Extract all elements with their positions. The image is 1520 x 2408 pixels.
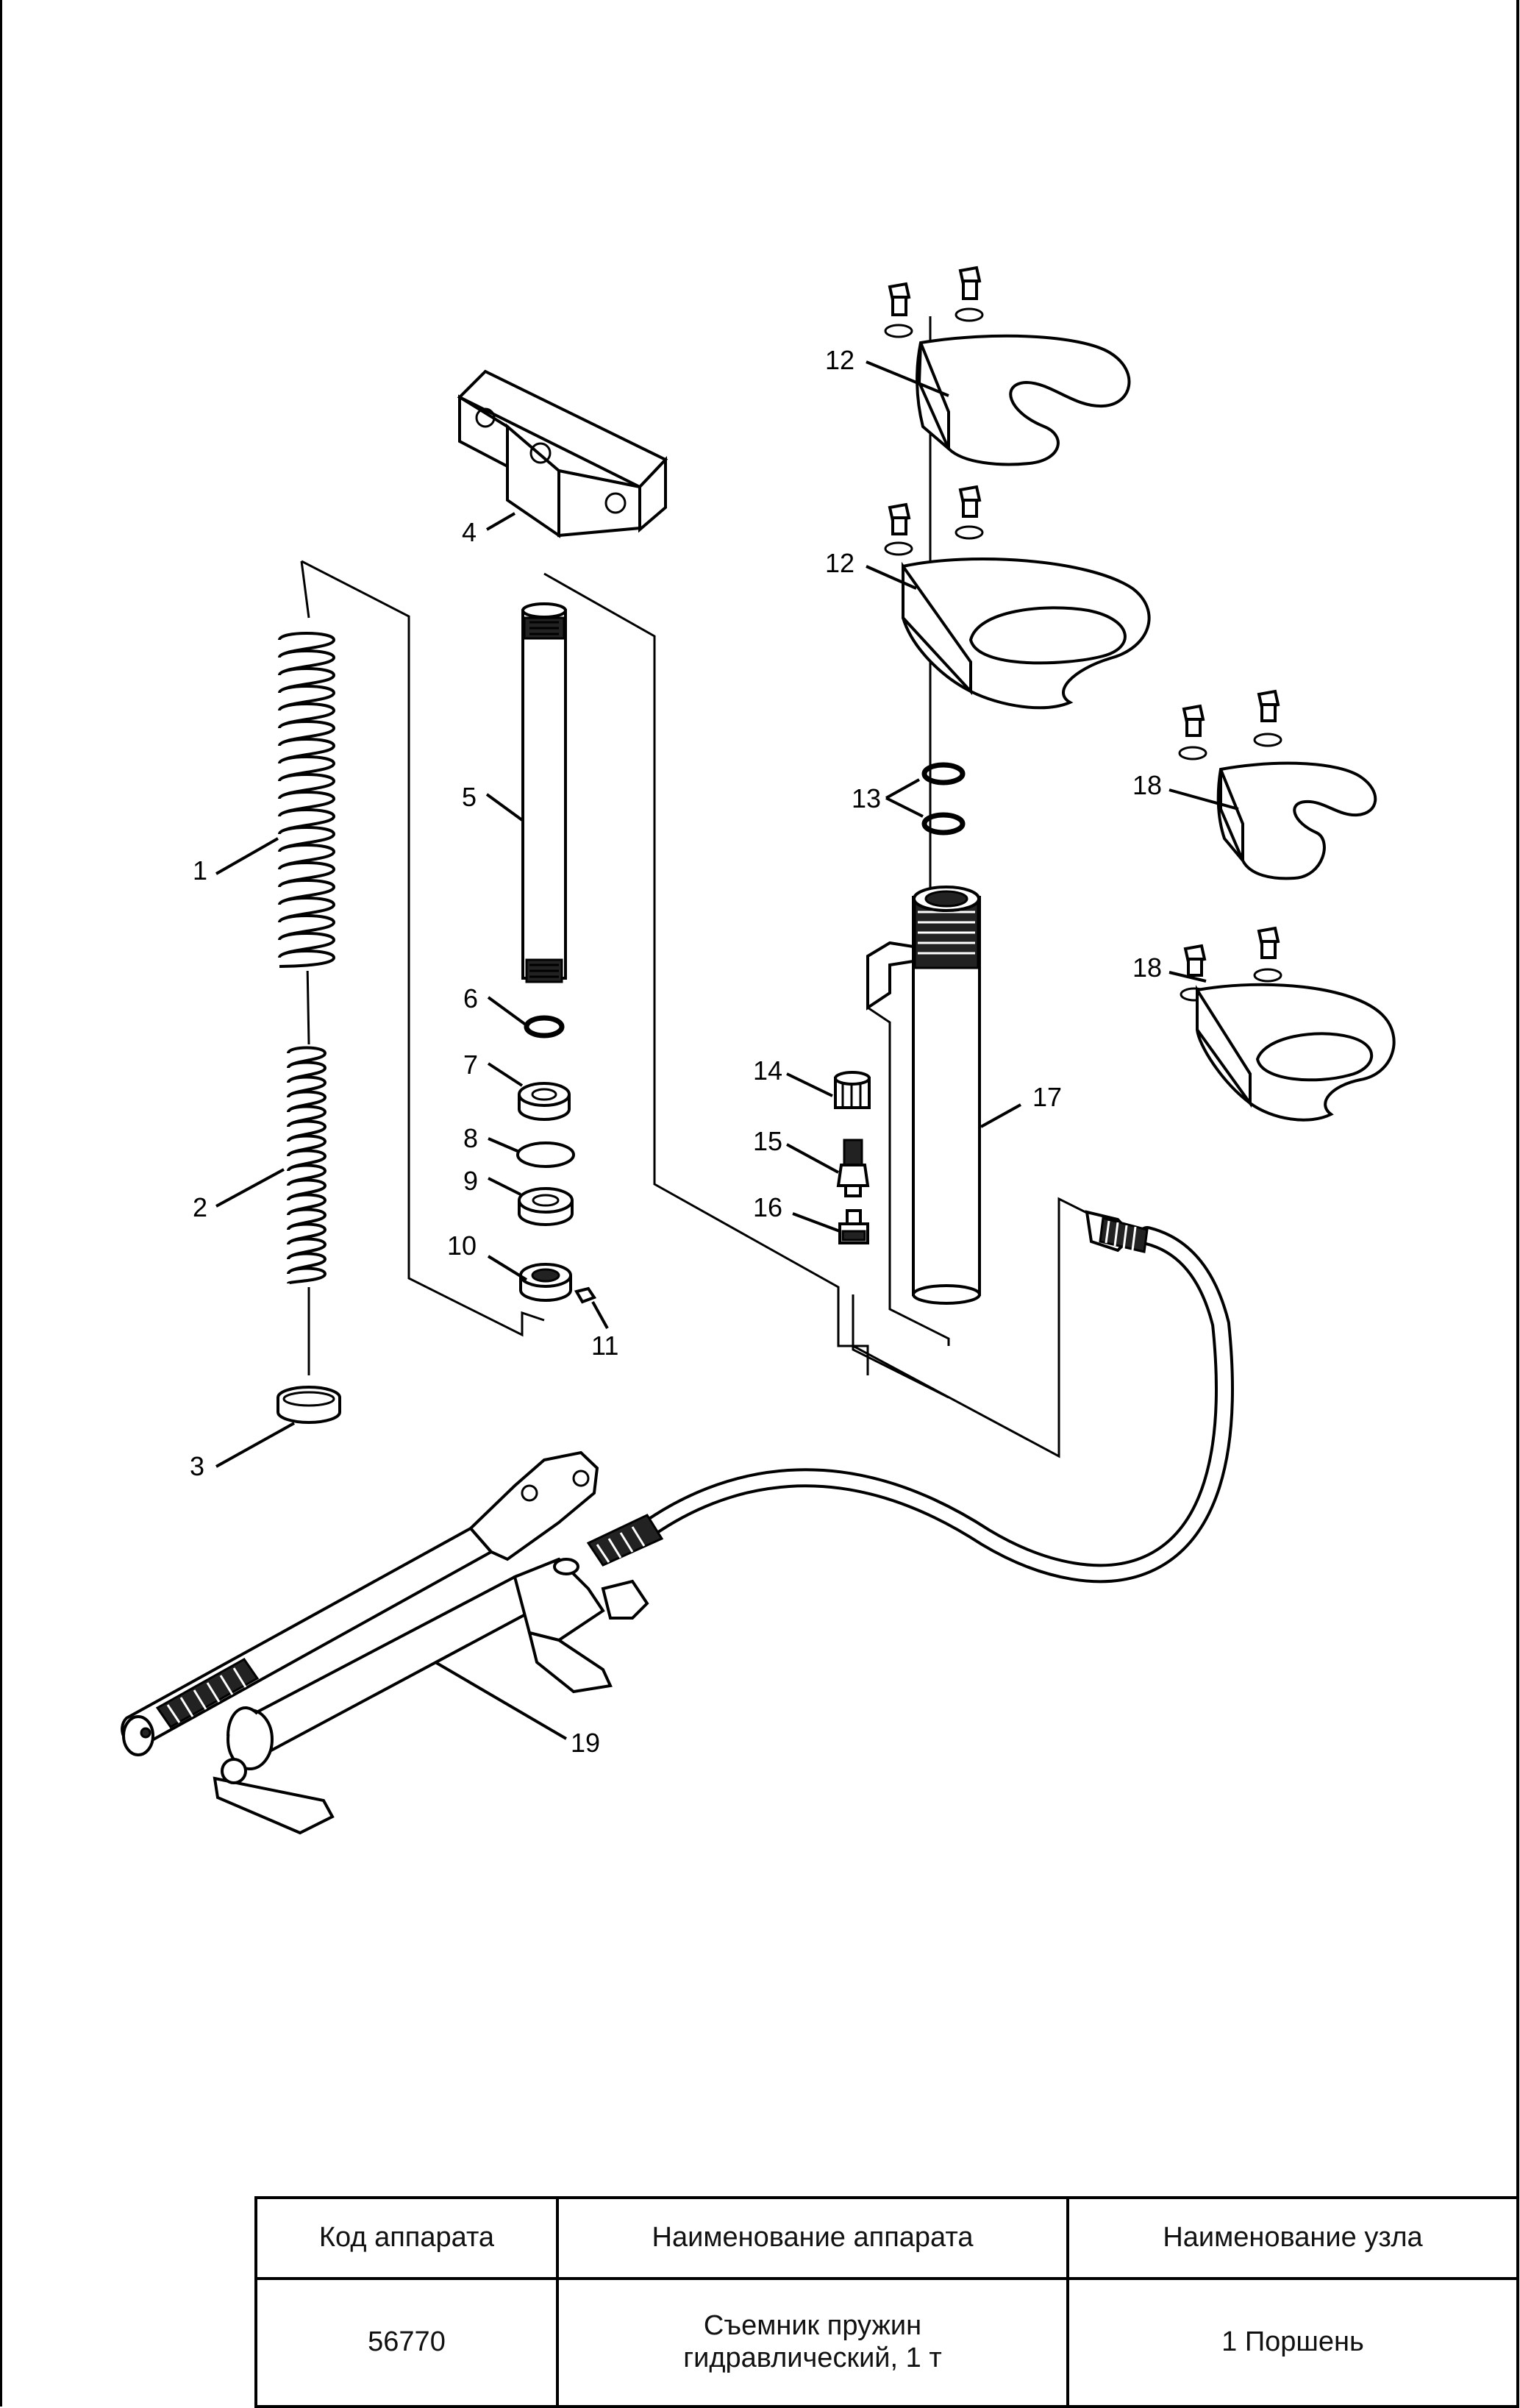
title-block-header-row: Код аппарата Наименование аппарата Наиме… (254, 2196, 1519, 2280)
leader-8 (488, 1137, 520, 1153)
device-name-line-2: гидравлический, 1 т (683, 2343, 942, 2373)
leader-15 (786, 1143, 839, 1174)
callout-2: 2 (193, 1192, 207, 1222)
leader-10 (487, 1255, 528, 1281)
cell-device-code: 56770 (254, 2277, 559, 2408)
leader-14 (786, 1072, 833, 1097)
leader-13b (885, 797, 924, 818)
callout-18b: 18 (1132, 952, 1162, 983)
device-name-line-1: Съемник пружин (703, 2310, 922, 2342)
assembly-line-rod (543, 572, 869, 1375)
part-18-upper-jaw (1216, 761, 1377, 880)
cell-device-name: Съемник пружин гидравлический, 1 т (556, 2277, 1069, 2408)
callout-19: 19 (571, 1728, 600, 1758)
callout-3: 3 (190, 1451, 204, 1481)
leader-2 (215, 1168, 285, 1208)
callout-11: 11 (591, 1331, 618, 1361)
callout-17: 17 (1032, 1082, 1062, 1112)
callout-18a: 18 (1132, 770, 1162, 800)
part-9-bushing (518, 1187, 574, 1226)
leader-17 (980, 1103, 1021, 1128)
leader-1 (215, 837, 279, 875)
leader-18b (1168, 971, 1207, 983)
callout-8: 8 (463, 1123, 478, 1153)
leader-11 (591, 1301, 609, 1329)
leader-4 (485, 512, 516, 531)
callout-12b: 12 (825, 548, 854, 578)
part-12-upper-jaw (916, 334, 1131, 466)
part-8-washer (516, 1141, 575, 1168)
part-16-valve (838, 1209, 869, 1244)
title-block-data-row: 56770 Съемник пружин гидравлический, 1 т… (254, 2277, 1519, 2408)
callout-14: 14 (753, 1055, 782, 1086)
part-17-cylinder (866, 886, 981, 1305)
header-device-code: Код аппарата (254, 2196, 559, 2280)
part-6-o-ring (524, 1015, 565, 1039)
leader-18a (1168, 788, 1239, 811)
bolts-right-lower-pair (1180, 926, 1282, 1002)
part-2-small-spring (287, 1046, 327, 1285)
part-3-end-cap (276, 1386, 341, 1424)
leader-5 (485, 793, 524, 822)
part-13-o-rings (921, 762, 966, 836)
callout-13: 13 (852, 783, 881, 813)
title-block-table: Код аппарата Наименование аппарата Наиме… (254, 2196, 1519, 2408)
part-11-pin (574, 1286, 597, 1304)
assembly-line-spring-2 (306, 963, 310, 1045)
hydraulic-hose (638, 1210, 1234, 1584)
leader-9 (488, 1177, 521, 1196)
part-12-lower-jaw (902, 558, 1151, 710)
bolts-right-upper-pair (1178, 689, 1282, 760)
assembly-line-spring (300, 560, 310, 619)
part-15-nipple (836, 1139, 870, 1197)
part-7-bushing (518, 1082, 571, 1121)
assembly-line-left (301, 560, 545, 1337)
leader-19 (434, 1661, 568, 1740)
leader-7 (487, 1062, 524, 1087)
callout-6: 6 (463, 983, 478, 1014)
part-5-piston-rod (521, 602, 567, 983)
callout-15: 15 (753, 1126, 782, 1156)
part-10-nut (519, 1263, 572, 1302)
leader-16 (792, 1212, 841, 1233)
cell-assembly-name: 1 Поршень (1066, 2277, 1519, 2408)
leader-13a (885, 778, 920, 799)
bolts-upper-pair (884, 266, 984, 338)
leader-3 (215, 1422, 295, 1468)
callout-16: 16 (753, 1192, 782, 1222)
callout-12a: 12 (825, 345, 854, 375)
callout-7: 7 (463, 1050, 478, 1080)
callout-1: 1 (193, 855, 207, 886)
leader-12b (866, 565, 917, 590)
part-19-hand-pump (121, 1450, 664, 1835)
part-1-large-spring (278, 632, 336, 971)
bolts-middle-pair (884, 485, 984, 556)
header-device-name: Наименование аппарата (556, 2196, 1069, 2280)
callout-9: 9 (463, 1166, 478, 1196)
callout-10: 10 (447, 1230, 477, 1261)
part-18-lower-jaw (1196, 983, 1396, 1122)
callout-4: 4 (462, 517, 477, 547)
header-assembly-name: Наименование узла (1066, 2196, 1519, 2280)
exploded-parts-drawing: 1 2 3 4 (121, 266, 1396, 1835)
part-14-fitting-nut (834, 1071, 871, 1109)
callout-5: 5 (462, 782, 477, 812)
part-4-mounting-block (457, 369, 668, 538)
assembly-line-hose (852, 1197, 1089, 1458)
leader-12a (866, 360, 949, 397)
frame-border-right (1516, 0, 1519, 2407)
frame-border-left (0, 0, 2, 2407)
leader-6 (487, 996, 528, 1027)
